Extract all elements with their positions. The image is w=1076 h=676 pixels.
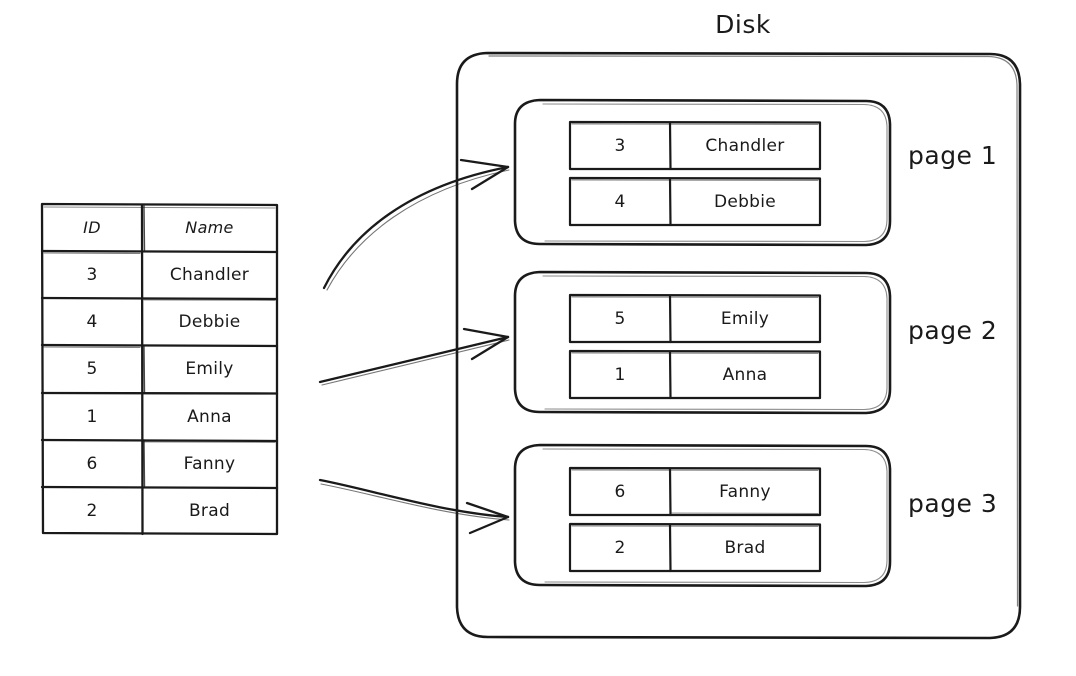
page-row: 5 Emily (570, 295, 820, 342)
table-cell-id: 4 (86, 311, 98, 332)
page-box-2-row-2-outline (568, 349, 822, 400)
table-row: 3 Chandler (42, 251, 277, 298)
page-row-name: Brad (724, 537, 766, 558)
page-label-2: page 2 (908, 316, 998, 345)
page-row-id: 1 (614, 364, 626, 385)
table-cell-name: Fanny (183, 453, 236, 474)
table-row: 1 Anna (42, 393, 277, 440)
table-cell-id: 2 (86, 500, 98, 521)
table-header-id: ID (83, 218, 101, 238)
page-box-1: 3 Chandler 4 Debbie (570, 122, 820, 225)
page-row-name: Anna (722, 364, 768, 385)
arrow-to-page-3 (318, 478, 510, 535)
page-box-1-outline (513, 98, 892, 247)
page-box-2: 5 Emily 1 Anna (570, 295, 820, 398)
page-row-id: 5 (614, 308, 626, 329)
page-row-id: 6 (614, 481, 626, 502)
page-row: 2 Brad (570, 524, 820, 571)
page-row: 1 Anna (570, 351, 820, 398)
page-box-2-outline (513, 270, 892, 415)
table-cell-name: Brad (188, 500, 231, 521)
page-row-id: 3 (614, 135, 626, 156)
table-header-row: ID Name (42, 204, 277, 251)
table-row: 2 Brad (42, 487, 277, 534)
page-row: 3 Chandler (570, 122, 820, 169)
page-label-1: page 1 (908, 141, 998, 170)
page-box-2-row-1-outline (568, 293, 822, 344)
table-cell-id: 3 (86, 264, 98, 285)
table-cell-name: Chandler (169, 264, 250, 285)
page-box-3-outline (513, 443, 892, 588)
arrow-to-page-1 (322, 158, 510, 291)
page-box-1-row-2-outline (568, 176, 822, 227)
arrow-to-page-2 (318, 327, 510, 386)
table-cell-id: 5 (86, 358, 98, 379)
table-cell-name: Anna (187, 406, 232, 427)
disk-container-outline (455, 51, 1022, 640)
table-cell-name: Emily (185, 358, 234, 379)
page-box-3-row-1-outline (568, 466, 822, 517)
source-table: ID Name 3 Chandler 4 Debbie 5 Emily 1 An… (42, 204, 277, 534)
page-row-id: 2 (614, 537, 626, 558)
table-row: 6 Fanny (42, 440, 277, 487)
page-box-3: 6 Fanny 2 Brad (570, 468, 820, 571)
page-row-name: Chandler (705, 135, 785, 156)
page-row-name: Debbie (713, 191, 777, 212)
page-row-id: 4 (614, 191, 626, 212)
page-row-name: Fanny (719, 481, 771, 502)
disk-title: Disk (715, 10, 771, 39)
table-header-name: Name (185, 218, 234, 238)
page-row-name: Emily (720, 308, 770, 329)
table-cell-id: 6 (86, 453, 98, 474)
source-table-outline (40, 202, 279, 536)
page-label-3: page 3 (908, 489, 998, 518)
table-row: 4 Debbie (42, 298, 277, 345)
table-row: 5 Emily (42, 345, 277, 392)
page-box-3-row-2-outline (568, 522, 822, 573)
page-box-1-row-1-outline (568, 120, 822, 171)
table-cell-id: 1 (86, 406, 98, 427)
page-row: 4 Debbie (570, 178, 820, 225)
table-cell-name: Debbie (178, 311, 241, 332)
page-row: 6 Fanny (570, 468, 820, 515)
